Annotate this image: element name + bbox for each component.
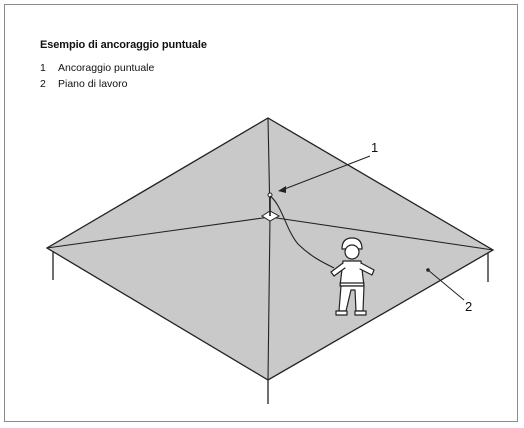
callout-2-label: 2: [465, 299, 472, 314]
legend: 1 Ancoraggio puntuale 2 Piano di lavoro: [40, 60, 154, 92]
support-posts: [52, 252, 489, 404]
legend-item: 2 Piano di lavoro: [40, 76, 154, 92]
roof-ridges: [46, 117, 494, 381]
legend-item: 1 Ancoraggio puntuale: [40, 60, 154, 76]
anchor-point: [261, 192, 281, 222]
worker-head: [344, 244, 360, 260]
worker-right-arm: [359, 262, 375, 276]
ridge-right: [269, 216, 494, 251]
legend-number: 1: [40, 62, 46, 74]
figure-title: Esempio di ancoraggio puntuale: [40, 39, 207, 51]
callout-1-leader: [281, 155, 371, 191]
legend-label: Ancoraggio puntuale: [58, 62, 155, 74]
worker-right-foot: [354, 310, 367, 316]
worker-left-arm: [330, 262, 346, 277]
ridge-bottom: [267, 216, 271, 381]
legend-label: Piano di lavoro: [58, 78, 128, 90]
callout-2-dot: [426, 268, 430, 272]
ridge-left: [46, 216, 271, 249]
worker-helmet: [341, 237, 363, 250]
callout-1-label: 1: [371, 140, 378, 155]
worker-left-foot: [335, 310, 348, 316]
callout-1-arrowhead: [278, 186, 286, 193]
worker-figure: [330, 237, 375, 316]
callout-2-leader: [427, 269, 465, 301]
lifeline-rope: [269, 195, 335, 269]
legend-number: 2: [40, 78, 46, 90]
